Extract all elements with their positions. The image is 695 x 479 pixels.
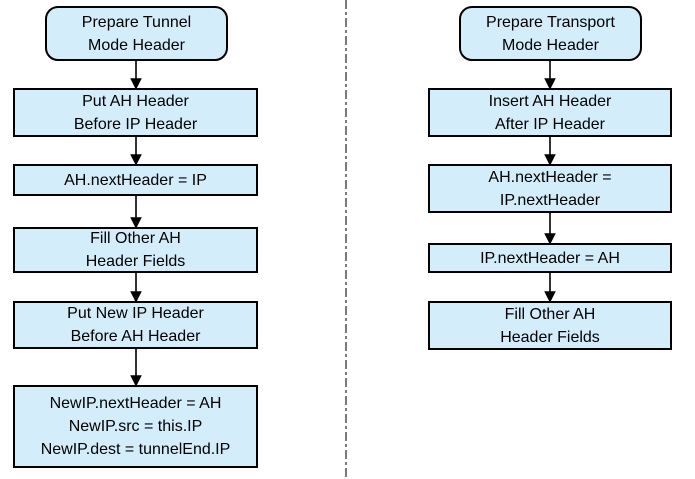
node-fill-other-ah-header-fields-tunnel: Fill Other AH Header Fields <box>13 227 258 273</box>
node-put-ah-header-before-ip-header: Put AH Header Before IP Header <box>13 88 258 137</box>
node-ip-nextheader-ah: IP.nextHeader = AH <box>428 243 672 273</box>
node-newip-assignments: NewIP.nextHeader = AH NewIP.src = this.I… <box>13 385 258 468</box>
node-ah-nextheader-ip: AH.nextHeader = IP <box>13 164 258 196</box>
node-put-new-ip-header-before-ah-header: Put New IP Header Before AH Header <box>13 301 258 349</box>
node-prepare-tunnel-mode-header: Prepare Tunnel Mode Header <box>45 6 228 61</box>
node-insert-ah-header-after-ip-header: Insert AH Header After IP Header <box>428 88 672 137</box>
node-prepare-transport-mode-header: Prepare Transport Mode Header <box>459 6 642 61</box>
node-fill-other-ah-header-fields-transport: Fill Other AH Header Fields <box>428 301 672 350</box>
node-ah-nextheader-ip-nextheader: AH.nextHeader = IP.nextHeader <box>428 164 672 213</box>
